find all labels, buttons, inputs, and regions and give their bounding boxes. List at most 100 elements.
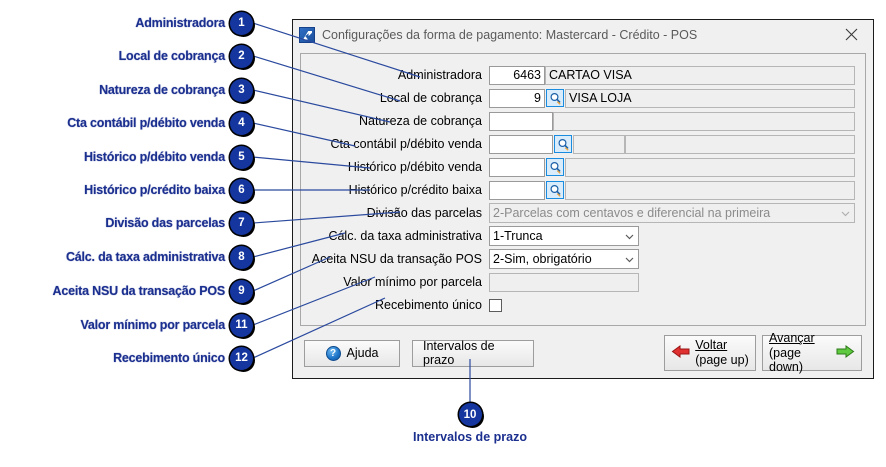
intervals-button[interactable]: Intervalos de prazo	[412, 339, 534, 367]
annotation-9-label: Aceita NSU da transação POS	[52, 284, 226, 298]
annotation-5: Histórico p/débito venda 5	[83, 145, 253, 169]
help-button-label: Ajuda	[346, 346, 379, 360]
label-divisao-das-parcelas: Divisão das parcelas	[366, 206, 482, 220]
back-button-label: Voltar	[695, 338, 728, 353]
annotation-10: 10 Intervalos de prazo	[400, 403, 540, 444]
help-button[interactable]: ? Ajuda	[304, 339, 400, 367]
annotation-11-label: Valor mínimo por parcela	[80, 318, 225, 332]
select-calc-taxa-administrativa-value: 1-Trunca	[493, 229, 543, 243]
input-cta-contabil-desc	[625, 134, 855, 154]
annotation-3-label: Natureza de cobrança	[99, 83, 225, 97]
input-historico-debito-venda-code[interactable]	[489, 157, 545, 177]
input-cta-contabil-code[interactable]	[489, 134, 553, 154]
field-row-administradora: Administradora 6463 CARTAO VISA	[311, 65, 855, 85]
annotation-2-badge: 2	[230, 44, 253, 68]
lookup-icon-local-de-cobranca[interactable]	[546, 89, 564, 107]
back-button[interactable]: Voltar (page up)	[664, 335, 756, 371]
intervals-button-label: Intervalos de prazo	[423, 339, 495, 367]
annotation-6-badge: 6	[230, 178, 253, 202]
input-cta-contabil-segment	[573, 134, 625, 154]
arrow-right-green-icon	[836, 344, 855, 362]
label-valor-minimo-por-parcela: Valor mínimo por parcela	[343, 275, 482, 289]
annotation-12-badge: 12	[230, 346, 253, 370]
next-button[interactable]: Avançar (page down)	[762, 331, 862, 374]
annotation-6: Histórico p/crédito baixa 6	[84, 178, 253, 202]
label-aceita-nsu-transacao-pos: Aceita NSU da transação POS	[311, 252, 482, 266]
annotation-9-badge: 9	[230, 279, 253, 303]
input-natureza-de-cobranca-code[interactable]	[489, 111, 553, 131]
annotation-4: Cta contábil p/débito venda 4	[67, 111, 253, 135]
annotation-10-badge: 10	[458, 403, 482, 426]
annotation-11: Valor mínimo por parcela 11	[80, 313, 253, 337]
settings-group-panel: Administradora 6463 CARTAO VISA Local de…	[300, 53, 866, 326]
dialog-button-bar: ? Ajuda Intervalos de prazo Voltar (page…	[300, 326, 866, 374]
annotation-7-badge: 7	[230, 211, 253, 235]
chevron-down-icon	[837, 208, 854, 219]
annotation-4-label: Cta contábil p/débito venda	[67, 116, 225, 130]
app-arrow-icon	[299, 26, 315, 43]
annotation-8: Cálc. da taxa administrativa 8	[65, 245, 253, 269]
annotation-9: Aceita NSU da transação POS 9	[52, 279, 253, 303]
field-row-divisao-das-parcelas: Divisão das parcelas 2-Parcelas com cent…	[311, 203, 855, 223]
label-administradora: Administradora	[397, 68, 482, 82]
chevron-down-icon	[621, 231, 638, 242]
arrow-left-red-icon	[671, 344, 690, 362]
input-historico-credito-baixa-code[interactable]	[489, 180, 545, 200]
field-row-local-de-cobranca: Local de cobrança 9 VISA LOJA	[311, 88, 855, 108]
lookup-icon-cta-contabil[interactable]	[554, 135, 572, 153]
annotation-5-badge: 5	[230, 145, 253, 169]
annotation-7: Divisão das parcelas 7	[105, 211, 253, 235]
annotation-1: Administradora 1	[135, 11, 253, 35]
label-calc-taxa-administrativa: Cálc. da taxa administrativa	[328, 229, 482, 243]
select-calc-taxa-administrativa[interactable]: 1-Trunca	[489, 226, 639, 246]
label-recebimento-unico: Recebimento único	[374, 298, 482, 312]
input-administradora-code[interactable]: 6463	[489, 65, 545, 85]
lookup-icon-historico-credito-baixa[interactable]	[546, 181, 564, 199]
select-divisao-das-parcelas-value: 2-Parcelas com centavos e diferencial na…	[493, 206, 771, 220]
dialog-titlebar[interactable]: Configurações da forma de pagamento: Mas…	[293, 20, 873, 49]
annotation-3: Natureza de cobrança 3	[99, 78, 253, 102]
annotation-6-label: Histórico p/crédito baixa	[84, 183, 225, 197]
annotation-4-badge: 4	[230, 111, 253, 135]
annotation-12-label: Recebimento único	[113, 351, 225, 365]
back-button-sublabel: (page up)	[695, 353, 749, 367]
field-row-historico-credito-baixa: Histórico p/crédito baixa	[311, 180, 855, 200]
input-local-de-cobranca-code[interactable]: 9	[489, 88, 545, 108]
field-row-calc-taxa-administrativa: Cálc. da taxa administrativa 1-Trunca	[311, 226, 855, 246]
dialog-body: Administradora 6463 CARTAO VISA Local de…	[293, 49, 873, 378]
input-administradora-desc: CARTAO VISA	[545, 65, 855, 85]
payment-settings-dialog: Configurações da forma de pagamento: Mas…	[292, 19, 874, 379]
field-row-recebimento-unico: Recebimento único	[311, 295, 855, 315]
annotation-10-label: Intervalos de prazo	[413, 430, 527, 444]
annotation-5-label: Histórico p/débito venda	[83, 150, 225, 164]
field-row-natureza-de-cobranca: Natureza de cobrança	[311, 111, 855, 131]
label-local-de-cobranca: Local de cobrança	[379, 91, 482, 105]
annotation-2: Local de cobrança 2	[118, 44, 253, 68]
field-row-valor-minimo-por-parcela: Valor mínimo por parcela	[311, 272, 855, 292]
annotation-3-badge: 3	[230, 78, 253, 102]
lookup-icon-historico-debito-venda[interactable]	[546, 158, 564, 176]
label-cta-contabil-debito-venda: Cta contábil p/débito venda	[330, 137, 483, 151]
annotation-7-label: Divisão das parcelas	[105, 216, 225, 230]
annotation-8-label: Cálc. da taxa administrativa	[65, 250, 225, 264]
select-divisao-das-parcelas: 2-Parcelas com centavos e diferencial na…	[489, 203, 855, 223]
field-row-historico-debito-venda: Histórico p/débito venda	[311, 157, 855, 177]
select-aceita-nsu-transacao-pos[interactable]: 2-Sim, obrigatório	[489, 249, 639, 269]
input-local-de-cobranca-desc: VISA LOJA	[565, 88, 855, 108]
label-natureza-de-cobranca: Natureza de cobrança	[359, 114, 482, 128]
question-mark-icon: ?	[325, 345, 341, 361]
checkbox-recebimento-unico[interactable]	[489, 298, 502, 312]
annotation-1-badge: 1	[230, 11, 253, 35]
close-icon[interactable]	[829, 21, 873, 49]
annotation-2-label: Local de cobrança	[118, 49, 226, 63]
next-button-label: Avançar	[769, 330, 815, 345]
field-row-aceita-nsu-transacao-pos: Aceita NSU da transação POS 2-Sim, obrig…	[311, 249, 855, 269]
input-historico-credito-baixa-desc	[565, 180, 855, 200]
annotation-1-label: Administradora	[135, 16, 225, 30]
label-historico-debito-venda: Histórico p/débito venda	[347, 160, 482, 174]
annotation-11-badge: 11	[230, 313, 253, 337]
input-valor-minimo-por-parcela	[489, 272, 639, 292]
next-button-sublabel: (page down)	[769, 345, 804, 375]
input-natureza-de-cobranca-desc	[553, 111, 855, 131]
input-historico-debito-venda-desc	[565, 157, 855, 177]
